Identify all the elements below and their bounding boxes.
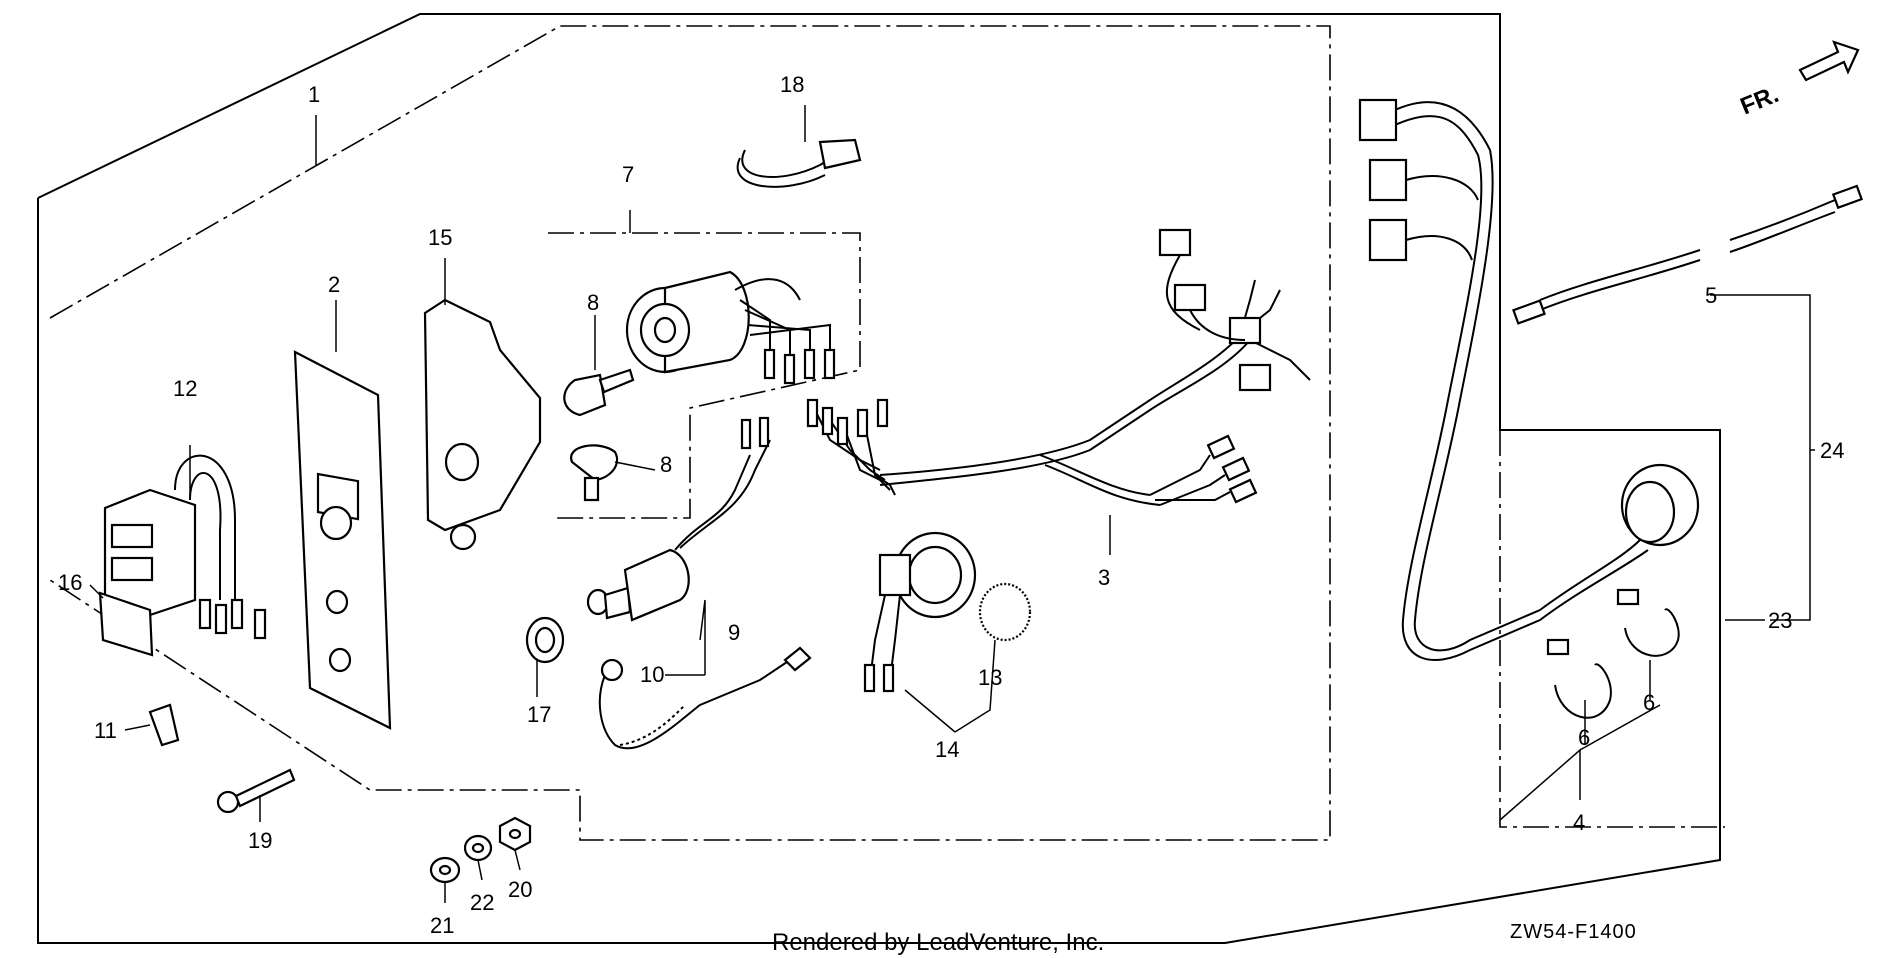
grommet [525,616,565,664]
callout-16: 16 [58,570,82,595]
panel-plate [293,350,392,730]
callout-20: 20 [508,877,532,902]
main-wire-harness [806,228,1311,506]
lanyard-cord [598,646,812,750]
callout-11: 11 [94,718,117,743]
callout-8a: 8 [587,290,599,315]
watermark-text: Rendered by LeadVenture, Inc. [772,929,1104,956]
bracket [423,298,542,551]
callout-5: 5 [1705,283,1717,308]
bolt [216,768,296,814]
front-direction-arrow: FR. [1737,40,1860,121]
callout-23: 23 [1768,608,1792,633]
assembly-frame-outer [37,13,1725,944]
callout-6b: 6 [1643,690,1655,715]
cable-5 [1512,184,1864,325]
clip-part [148,703,180,747]
washer-21 [429,856,461,884]
ignition-switch [625,270,836,385]
callout-18: 18 [780,72,804,97]
washer-22 [463,834,493,862]
callout-17: 17 [527,702,551,727]
extension-harness [1358,98,1700,661]
leader-lines [89,105,1815,903]
callout-9: 9 [728,620,740,645]
drawing-code: ZW54-F1400 [1510,921,1637,943]
callout-19: 19 [248,828,272,853]
callout-14: 14 [935,737,959,762]
clamp-6a [1546,638,1612,719]
clamp-6b [1616,588,1680,657]
callout-12: 12 [173,376,197,401]
key-a [563,368,635,417]
stop-switch [586,416,771,622]
tie-strap [736,138,862,188]
buzzer [863,531,977,693]
switch-cover [98,591,154,657]
callout-8b: 8 [660,452,672,477]
callout-2: 2 [328,272,340,297]
subassembly-frame-7 [548,232,861,519]
callout-4: 4 [1573,810,1585,835]
callout-22: 22 [470,890,494,915]
nut-20 [498,816,532,852]
callout-21: 21 [430,913,454,938]
callout-7: 7 [622,162,634,187]
callout-1: 1 [308,82,320,107]
direction-label: FR. [1737,81,1783,121]
callout-24: 24 [1820,438,1844,463]
callout-labels: 1 2 3 4 5 6 6 7 8 8 9 10 11 12 13 14 15 … [58,72,1844,938]
key-b [570,444,619,502]
buzzer-cover [978,582,1032,642]
callout-10: 10 [640,662,664,687]
callout-13: 13 [978,665,1002,690]
callout-15: 15 [428,225,452,250]
callout-3: 3 [1098,565,1110,590]
callout-6a: 6 [1578,725,1590,750]
